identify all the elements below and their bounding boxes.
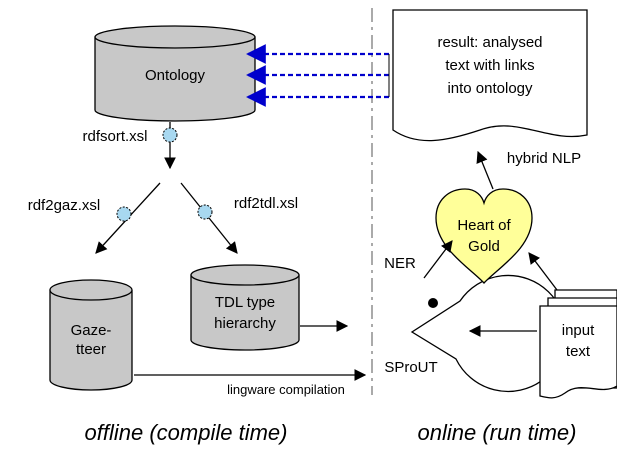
sprout-label: SProUT [384, 359, 437, 376]
ner-label: NER [384, 255, 416, 272]
rdf2tdl-label: rdf2tdl.xsl [234, 195, 298, 212]
heart-label-1: Heart of [457, 217, 511, 234]
heart-of-gold: Heart of Gold [435, 188, 533, 284]
result-label-2: text with links [445, 57, 534, 74]
rdf2gaz-label: rdf2gaz.xsl [28, 197, 101, 214]
tdl-label-1: TDL type [215, 294, 275, 311]
tool-gear-dot-icon [162, 127, 178, 143]
ontology-label: Ontology [145, 67, 206, 84]
hybrid-nlp-label: hybrid NLP [507, 150, 581, 167]
tool-gear-dot-icon [197, 204, 213, 220]
fork-right [180, 182, 238, 254]
sprout-pacman: SProUT [384, 274, 567, 393]
tdl-cylinder: TDL type hierarchy [190, 264, 300, 351]
input-text-document: input text [539, 289, 617, 399]
gazetteer-label-2: tteer [76, 341, 106, 358]
lingware-label: lingware compilation [227, 382, 345, 397]
input-label-1: input [562, 322, 595, 339]
pacman-eye-icon [428, 298, 438, 308]
ner-arrow [423, 240, 453, 279]
result-label-1: result: analysed [437, 34, 542, 51]
tool-gear-dot-icon [116, 206, 132, 222]
result-document: result: analysed text with links into on… [392, 9, 588, 142]
heart-label-2: Gold [468, 238, 500, 255]
result-label-3: into ontology [447, 80, 533, 97]
online-caption: online (run time) [418, 420, 577, 445]
input-to-heart-arrow [528, 252, 558, 291]
input-label-2: text [566, 343, 591, 360]
hybrid-nlp-arrow [476, 150, 494, 190]
gazetteer-cylinder: Gaze- tteer [49, 279, 133, 391]
rdfsort-label: rdfsort.xsl [82, 128, 147, 145]
offline-caption: offline (compile time) [85, 420, 288, 445]
tdl-label-2: hierarchy [214, 315, 276, 332]
ontology-cylinder: Ontology [94, 25, 256, 122]
gazetteer-label-1: Gaze- [71, 322, 112, 339]
